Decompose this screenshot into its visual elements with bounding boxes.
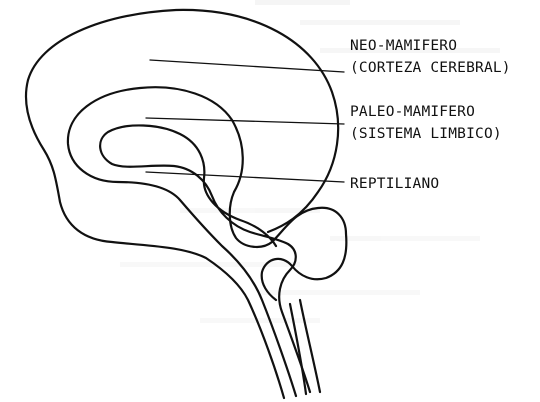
paleo-mammalian-label: PALEO-MAMIFERO (350, 104, 475, 120)
reptilian-leader (146, 172, 344, 182)
neo-mammalian-sublabel: (CORTEZA CEREBRAL) (350, 60, 511, 76)
reptilian-label: REPTILIANO (350, 176, 439, 192)
paleo-mammalian-sublabel: (SISTEMA LIMBICO) (350, 126, 502, 142)
neo-mammalian-label: NEO-MAMIFERO (350, 38, 457, 54)
paleo-mammalian-leader (146, 118, 344, 124)
